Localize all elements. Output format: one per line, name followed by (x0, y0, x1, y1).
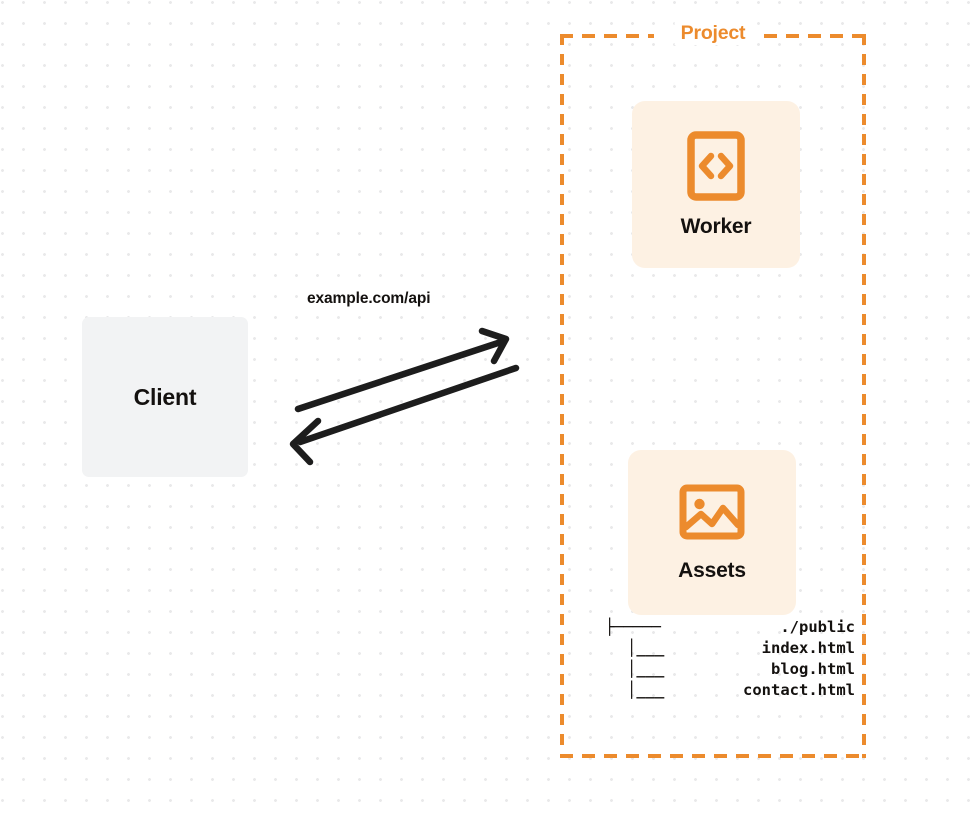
project-title: Project (674, 22, 752, 45)
tree-connector: │___ (627, 660, 665, 678)
tree-item-name: blog.html (771, 660, 855, 678)
project-container: Project Worker Assets ├───── ./public (560, 22, 866, 758)
client-node[interactable]: Client (82, 317, 248, 477)
tree-connector: ├───── (605, 618, 661, 636)
tree-connector: │___ (627, 681, 665, 699)
code-brackets-icon (687, 130, 745, 201)
assets-label: Assets (678, 558, 746, 582)
connection-label: example.com/api (307, 290, 431, 307)
tree-item-name: ./public (780, 618, 855, 636)
connection-arrows (289, 327, 520, 466)
tree-row: │___ index.html (605, 638, 855, 659)
tree-row: ├───── ./public (605, 617, 855, 638)
project-border-bottom (560, 754, 866, 758)
client-label: Client (133, 383, 197, 410)
tree-row: │___ contact.html (605, 680, 855, 701)
tree-row: │___ blog.html (605, 659, 855, 680)
assets-node[interactable]: Assets (628, 450, 796, 615)
worker-node[interactable]: Worker (632, 101, 800, 268)
tree-item-name: index.html (761, 639, 855, 657)
arrow-right-up-icon (294, 327, 510, 413)
worker-label: Worker (680, 214, 752, 238)
arrow-left-down-icon (289, 364, 520, 466)
asset-file-tree: ├───── ./public │___ index.html │___ blo… (605, 617, 855, 701)
project-border-top-left (560, 34, 654, 38)
project-border-top-right (764, 34, 866, 38)
project-border-left (560, 34, 564, 758)
tree-connector: │___ (627, 639, 665, 657)
tree-item-name: contact.html (743, 681, 855, 699)
project-border-right (862, 34, 866, 758)
image-picture-icon (679, 484, 745, 539)
